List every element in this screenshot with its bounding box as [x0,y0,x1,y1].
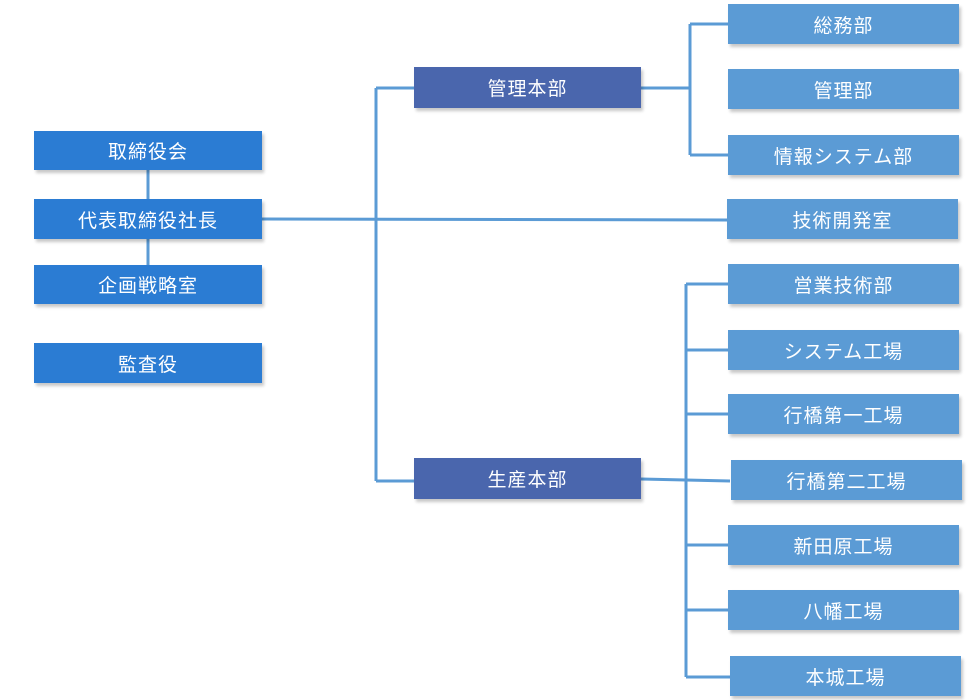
general-affairs-dept-box: 総務部 [728,4,959,44]
administration-dept-box: 管理部 [728,69,959,109]
nyutabaru-factory-box: 新田原工場 [728,525,959,565]
yukuhashi-first-factory-box: 行橋第一工場 [728,394,959,434]
rnd-office-box: 技術開発室 [727,199,958,239]
sales-engineering-dept-box: 営業技術部 [728,264,959,304]
auditor-box: 監査役 [34,343,262,383]
planning-strategy-office-box: 企画戦略室 [34,265,262,304]
management-hq-box: 管理本部 [414,67,641,108]
production-hq-box: 生産本部 [414,458,641,499]
system-factory-box: システム工場 [728,330,959,370]
yahata-factory-box: 八幡工場 [728,590,959,630]
information-systems-dept-box: 情報システム部 [728,135,959,175]
connector-group [146,22,731,679]
president-box: 代表取締役社長 [34,199,262,239]
president-main-connector [261,217,729,222]
board-of-directors-box: 取締役会 [34,131,262,170]
honjo-factory-box: 本城工場 [730,656,961,696]
yukuhashi-second-factory-box: 行橋第二工場 [731,460,962,500]
